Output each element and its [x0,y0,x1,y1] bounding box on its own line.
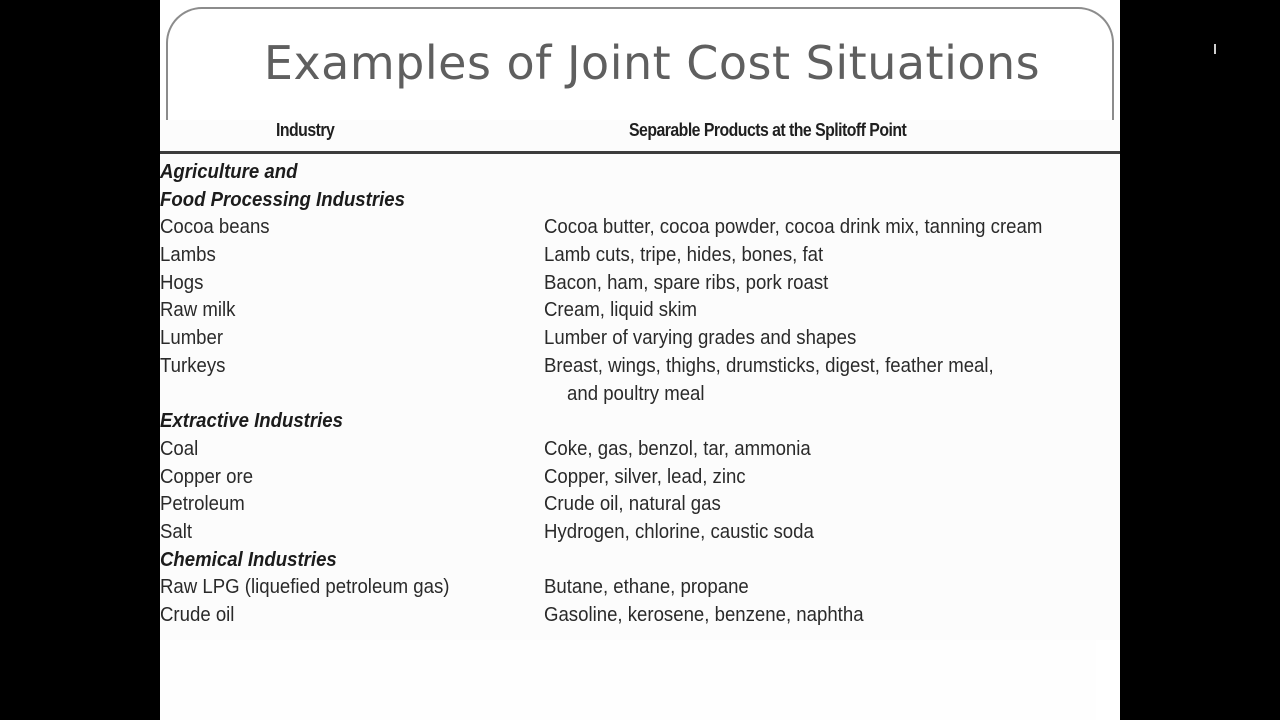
section-label: Chemical Industries [160,548,337,571]
table-bottom-space [160,640,1096,720]
table-section-heading: Extractive Industries [160,408,1120,436]
industry-cell: Turkeys [160,354,226,377]
joint-cost-table: Industry Separable Products at the Split… [160,120,1120,720]
table-row: Crude oil Gasoline, kerosene, benzene, na… [160,602,1120,630]
industry-cell: Hogs [160,271,204,294]
industry-cell: Lumber [160,327,224,350]
industry-cell: Raw milk [160,299,236,322]
products-cell: Crude oil, natural gas [544,493,721,516]
slide-title: Examples of Joint Cost Situations [263,36,1041,90]
industry-cell: Copper ore [160,465,254,488]
section-label: Food Processing Industries [160,188,405,211]
column-header-industry: Industry [276,120,335,140]
table-row: Hogs Bacon, ham, spare ribs, pork roast [160,270,1120,298]
slide: Examples of Joint Cost Situations Indust… [160,0,1120,720]
industry-cell: Salt [160,520,193,543]
column-header-separable-products: Separable Products at the Splitoff Point [629,120,907,140]
products-cell: Breast, wings, thighs, drumsticks, diges… [544,354,994,377]
table-row: Petroleum Crude oil, natural gas [160,491,1120,519]
section-label: Agriculture and [160,161,298,183]
industry-cell: Coal [160,437,199,460]
table-row: Coal Coke, gas, benzol, tar, ammonia [160,436,1120,464]
table-row: Copper ore Copper, silver, lead, zinc [160,464,1120,492]
mouse-cursor-icon [1214,44,1216,54]
table-row: and poultry meal [160,381,1120,409]
table-row: Raw LPG (liquefied petroleum gas) Butane,… [160,574,1120,602]
table-section-heading: Food Processing Industries [160,187,1120,215]
products-cell: Lumber of varying grades and shapes [544,327,857,350]
industry-cell: Crude oil [160,604,235,626]
industry-cell: Raw LPG (liquefied petroleum gas) [160,576,450,599]
section-label: Extractive Industries [160,410,343,433]
products-cell: and poultry meal [567,382,705,405]
products-cell: Copper, silver, lead, zinc [544,465,746,488]
table-row: Raw milk Cream, liquid skim [160,297,1120,325]
table-row: Salt Hydrogen, chlorine, caustic soda [160,519,1120,547]
products-cell: Bacon, ham, spare ribs, pork roast [544,271,829,294]
products-cell: Gasoline, kerosene, benzene, naphtha [544,604,864,626]
products-cell: Butane, ethane, propane [544,576,749,599]
header-rule [160,151,1120,154]
products-cell: Cream, liquid skim [544,299,697,322]
industry-cell: Lambs [160,244,216,267]
industry-cell: Cocoa beans [160,216,270,239]
industry-cell: Petroleum [160,493,245,516]
table-section-heading: Agriculture and [160,159,1120,187]
slide-frame-border [166,7,1114,167]
table-section-heading: Chemical Industries [160,547,1120,575]
table-row: Turkeys Breast, wings, thighs, drumsticks… [160,353,1120,381]
products-cell: Lamb cuts, tripe, hides, bones, fat [544,244,824,267]
table-header: Industry Separable Products at the Split… [160,120,1120,154]
table-row: Lambs Lamb cuts, tripe, hides, bones, fat [160,242,1120,270]
products-cell: Hydrogen, chlorine, caustic soda [544,520,814,543]
table-row: Cocoa beans Cocoa butter, cocoa powder, c… [160,214,1120,242]
table-row: Lumber Lumber of varying grades and shape… [160,325,1120,353]
products-cell: Coke, gas, benzol, tar, ammonia [544,437,811,460]
products-cell: Cocoa butter, cocoa powder, cocoa drink … [544,216,1043,239]
